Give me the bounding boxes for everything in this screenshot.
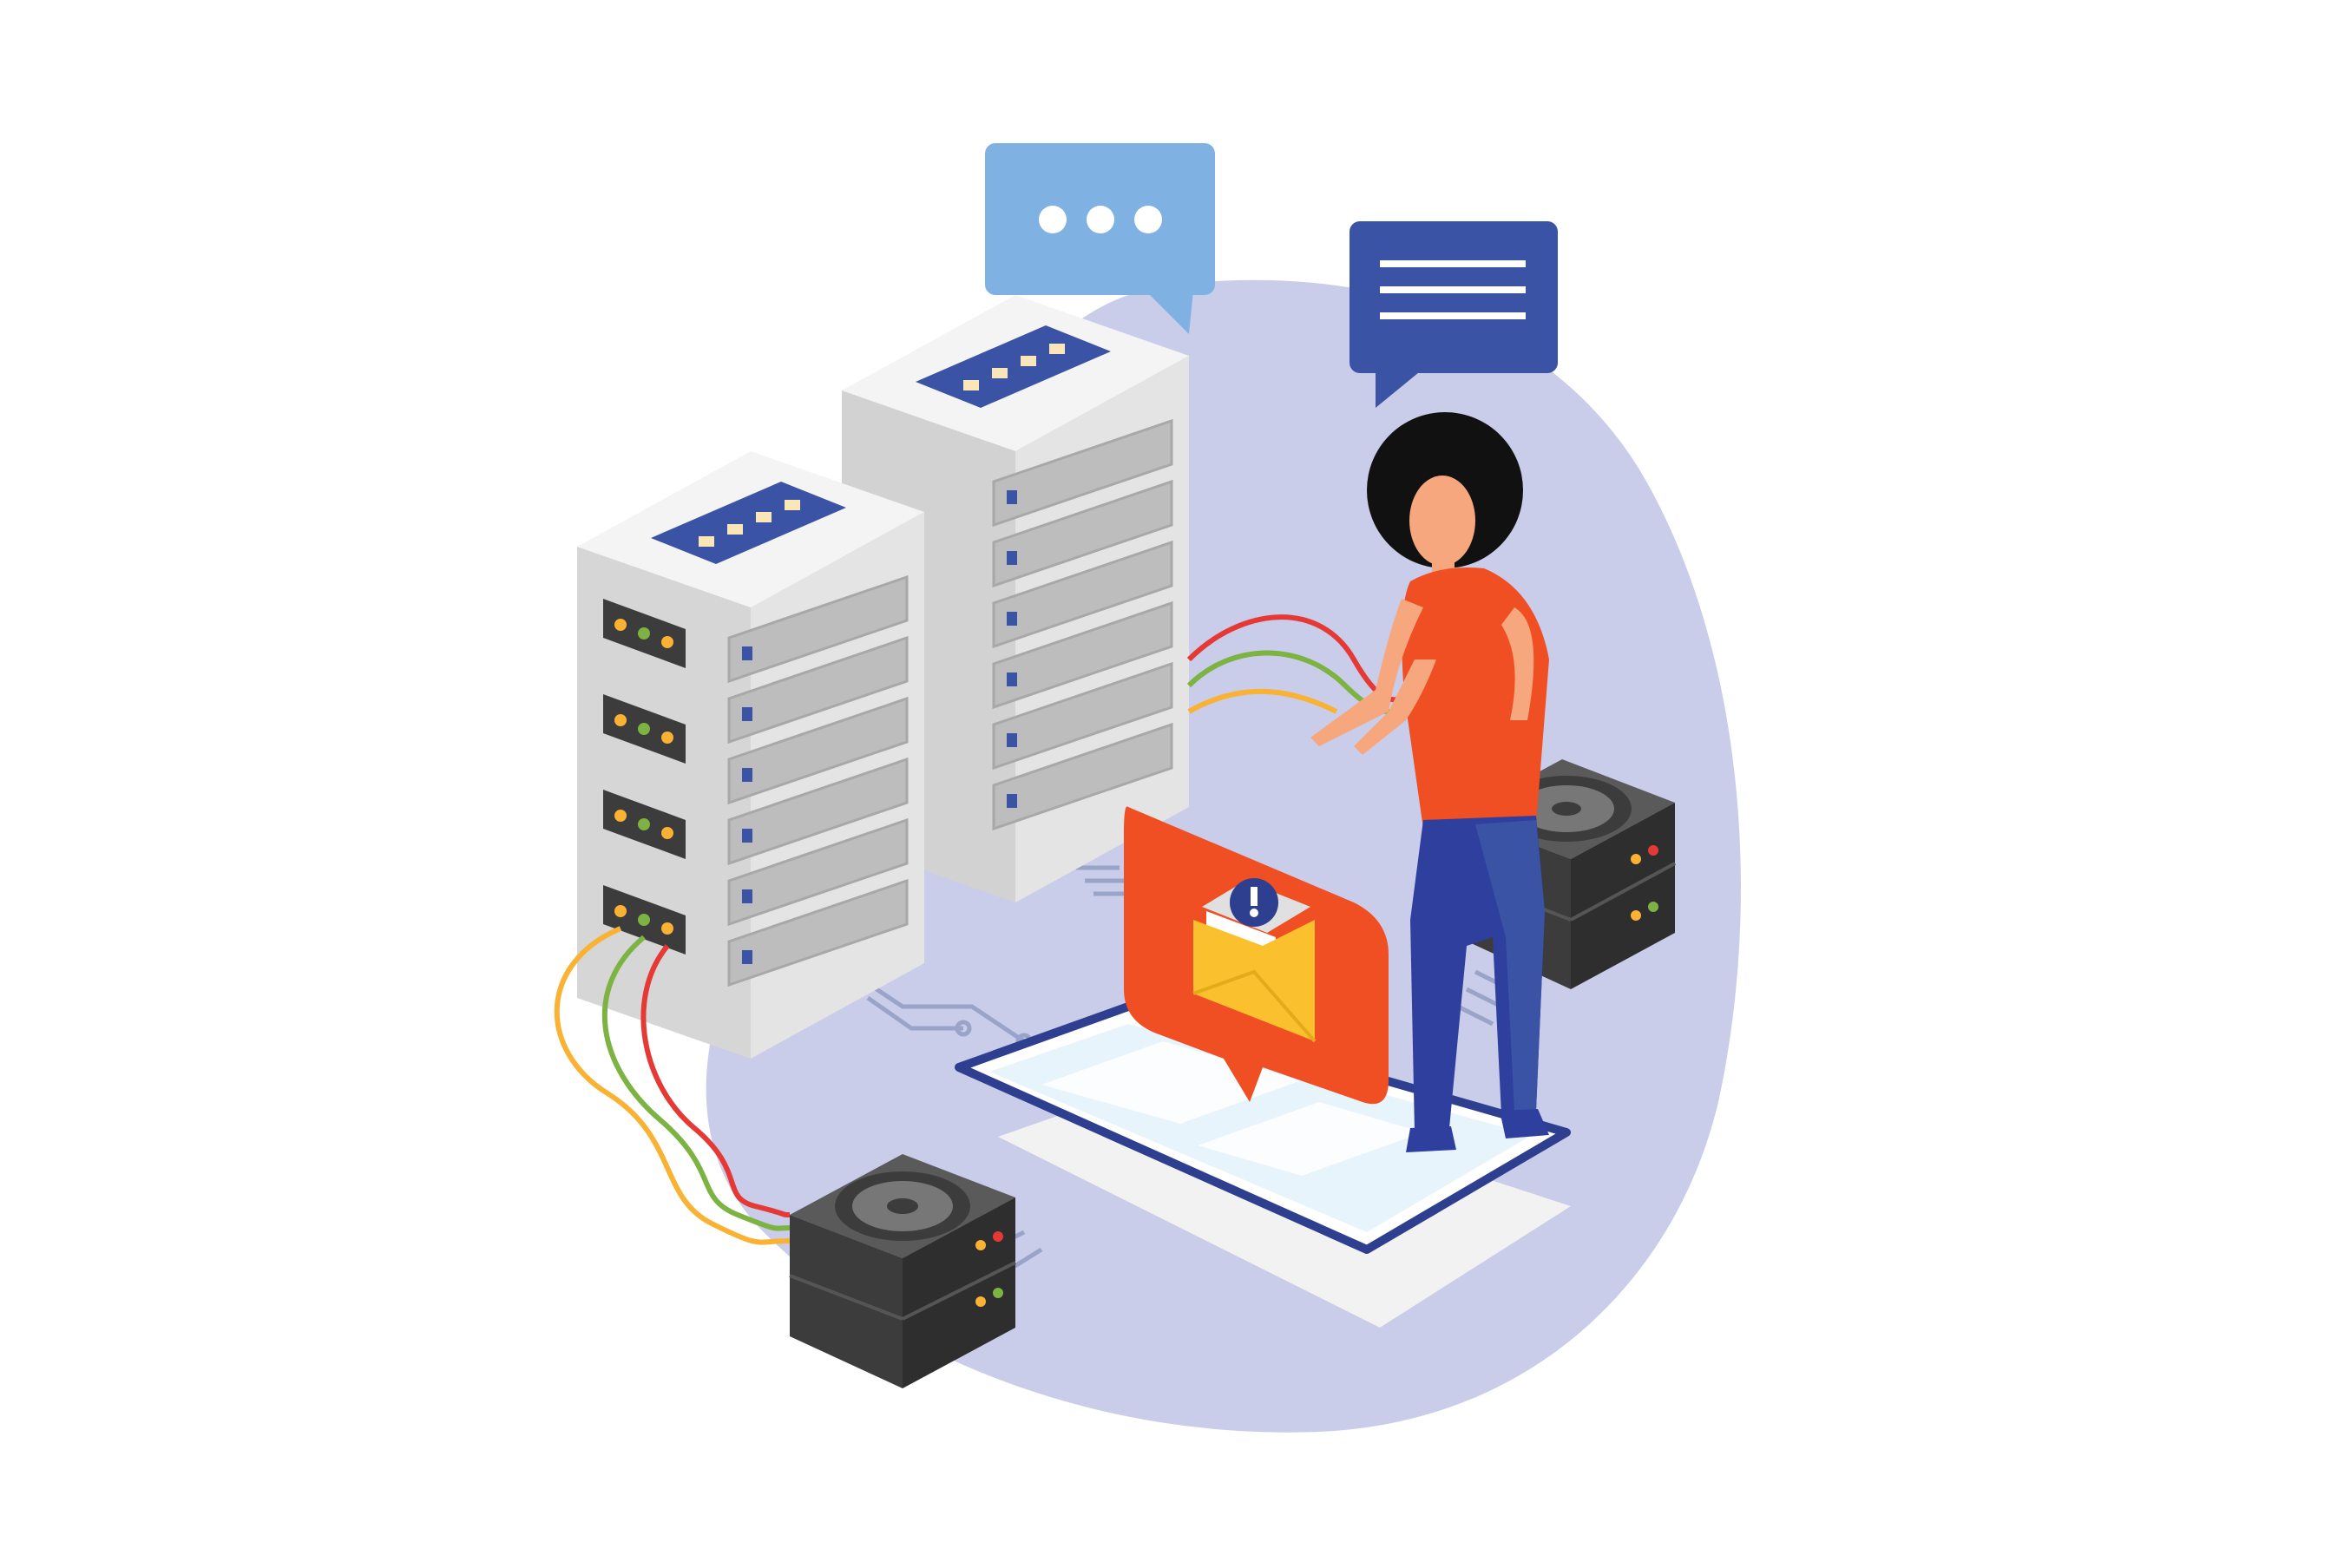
side-vents [603, 599, 686, 955]
chat-bubble-ellipsis [985, 143, 1215, 334]
text-lines-chat-icon [1380, 260, 1526, 319]
person [1310, 412, 1549, 1152]
drive-bays [727, 574, 909, 987]
cables-front [554, 926, 791, 1245]
drive-bays [992, 418, 1173, 831]
smartphone [955, 1002, 1571, 1328]
chat-bubble-text [1350, 221, 1558, 408]
alert-envelope-icon [1192, 878, 1317, 1043]
face [1409, 476, 1475, 566]
ellipsis-chat-icon [1039, 206, 1162, 233]
server-rack-front [577, 451, 924, 1059]
notification-bubble [1124, 806, 1389, 1105]
fan-unit-left [789, 1154, 1016, 1388]
fan-icon [835, 1171, 970, 1241]
